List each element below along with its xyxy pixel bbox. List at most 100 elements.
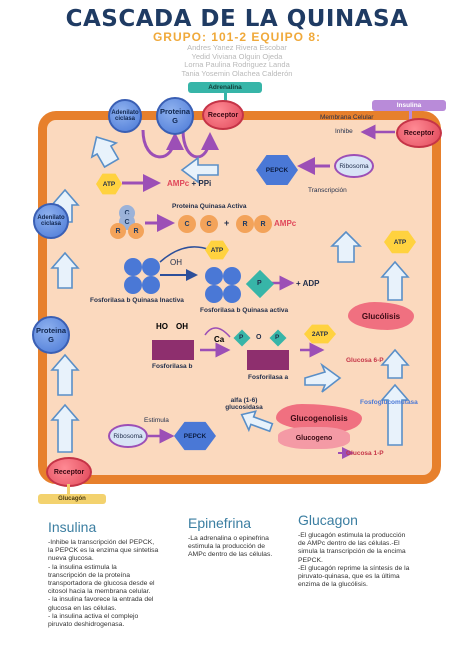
glucolisis-label: Glucólisis: [361, 311, 401, 321]
adrenalina-tag: Adrenalina: [188, 82, 262, 93]
o-label: O: [256, 334, 262, 341]
section-line: PEPCK.: [298, 556, 323, 564]
proteina-g-top: Proteina G: [156, 97, 194, 135]
subunit-c: C: [178, 215, 196, 233]
section-line: piruvato deshidrogenasa.: [48, 621, 125, 629]
r-label: R: [260, 220, 266, 228]
plus-label: +: [224, 218, 230, 228]
kinase-subunit: [205, 285, 223, 303]
section-line: AMPc dentro de las células.: [188, 551, 273, 559]
section-line: enzima de la glucólisis.: [298, 581, 368, 589]
subunit-c: C: [200, 215, 218, 233]
arrow-ca: [204, 327, 231, 338]
atp-3-label: ATP: [393, 238, 407, 246]
kinase-subunit: [223, 285, 241, 303]
ca-label: Ca: [214, 335, 225, 344]
section-line: -La adrenalina o epinefrina: [188, 535, 269, 542]
member-name: Yedid Viviana Olguin Ojeda: [191, 51, 283, 61]
fosfoglucomutasa-label: Fosfoglucomutasa: [360, 399, 418, 406]
section-insulina: Insulina -Inhibe la transcripción del PE…: [48, 519, 178, 629]
ribosoma-bottom-label: Ribosoma: [113, 432, 143, 440]
proteina-g-left: Proteina G: [32, 316, 70, 354]
estimula-label: Estimula: [144, 417, 169, 424]
page-title: CASCADA DE LA QUINASA: [65, 6, 409, 32]
section-line: -Inhibe la transcripción del PEPCK,: [48, 539, 155, 546]
plus-sign: +: [191, 179, 197, 188]
section-line: transcripción de la proteína: [48, 571, 130, 579]
glucolisis-shape: Glucólisis: [348, 302, 414, 330]
pepck-bottom-label: PEPCK: [183, 432, 207, 440]
cell-membrane: [38, 111, 441, 484]
section-line: glucosa en las células.: [48, 604, 117, 612]
atp-2x-hex: 2ATP: [304, 324, 336, 344]
atp-hex-2: ATP: [205, 240, 229, 260]
glucagon-tag: Glucagón: [38, 494, 106, 504]
section-line: -El glucagón reprime la síntesis de la: [298, 564, 410, 572]
insulina-stem: [409, 111, 412, 121]
ho-label: HO: [156, 322, 168, 331]
insulina-tag: Insulina: [372, 100, 446, 111]
inhibe-label: Inhibe: [335, 128, 353, 135]
fosforilasa-a-block: [247, 350, 289, 370]
p-label: P: [275, 334, 280, 341]
section-line: transportadora de glucosa desde el: [48, 580, 155, 588]
r-label: R: [242, 220, 248, 228]
section-body: -La adrenalina o epinefrina estimula la …: [188, 535, 298, 560]
p-label: P: [239, 334, 244, 341]
kinase-subunit: [205, 267, 223, 285]
section-body: -El glucagón estimula la producción de A…: [298, 532, 448, 589]
adenilato-left-label: Adenilato ciclasa: [37, 215, 65, 227]
pepck-top-label: PEPCK: [265, 166, 289, 174]
kinase-subunit: [223, 267, 241, 285]
fosforilasa-b-label: Fosforilasa b: [152, 363, 193, 370]
adenilato-ciclasa-top: Adenilato ciclasa: [108, 99, 142, 133]
glucogeno-label: Glucogeno: [295, 434, 333, 442]
receptor-top: Receptor: [202, 100, 244, 130]
alfa-text: alfa (1-6) glucosidasa: [225, 397, 263, 411]
section-line: estimula la producción de: [188, 543, 266, 551]
c-label: C: [124, 209, 130, 217]
section-line: la PEPCK es la enzima que sintetisa: [48, 547, 159, 555]
kinase-subunit: [142, 258, 160, 276]
ampc-label: AMPc: [167, 179, 190, 188]
pka-inactive-complex: C C R R: [110, 205, 146, 239]
loop-arrow: [181, 129, 219, 159]
receptor-right-label: Receptor: [403, 129, 435, 137]
pka-label: Proteina Quinasa Activa: [172, 203, 247, 210]
member-name: Lorna Paulina Rodriguez Landa: [184, 60, 290, 70]
fosforilasa-b-block: [152, 340, 194, 360]
ribosoma-bottom: Ribosoma: [108, 424, 148, 448]
section-line: - la insulina estimula la: [48, 563, 117, 571]
adenilato-top-label: Adenilato ciclasa: [111, 110, 139, 122]
fosforilasa-quinasa-activa: [205, 267, 241, 303]
fosforilasa-activa-label: Fosforilasa b Quinasa activa: [200, 307, 289, 314]
section-line: citosol hacia la membrana celular.: [48, 588, 151, 596]
kinase-subunit: [142, 276, 160, 294]
fosforilasa-inactiva-label: Fosforilasa b Quinasa Inactiva: [90, 297, 184, 304]
section-body: -Inhibe la transcripción del PEPCK, la P…: [48, 539, 178, 629]
c-label: C: [206, 220, 212, 228]
section-line: -El glucagón estimula la producción: [298, 532, 406, 539]
member-name: Andres Yanez Rivera Escobar: [187, 43, 287, 52]
section-heading: Epinefrina: [188, 515, 252, 531]
ribosoma-top: Ribosoma: [334, 154, 374, 178]
ppi-label: PPi: [198, 179, 212, 188]
r-label: R: [115, 227, 121, 235]
transcripcion-label: Transcripción: [308, 187, 347, 194]
glucosa-1p-label: Glucosa 1-P: [346, 450, 384, 457]
proteina-g-top-label: Proteina G: [159, 107, 190, 125]
receptor-top-label: Receptor: [207, 111, 239, 119]
subunit-r: R: [236, 215, 254, 233]
section-heading: Insulina: [48, 519, 97, 535]
oh-2-label: OH: [176, 322, 188, 331]
subunit-r: R: [254, 215, 272, 233]
member-name: Tania Yosemin Olachea Calderón: [181, 68, 293, 78]
section-line: - la insulina favorece la entrada del: [48, 596, 154, 604]
section-line: - la insulina activa el complejo: [48, 612, 139, 620]
glucogenolisis-label: Glucogenolisis: [290, 413, 348, 423]
group-subtitle: GRUPO: 101-2 EQUIPO 8:: [152, 30, 322, 44]
p-label: P: [257, 280, 262, 287]
atp-2x-label: 2ATP: [311, 330, 329, 338]
section-glucagon: Glucagon -El glucagón estimula la produc…: [298, 512, 448, 589]
